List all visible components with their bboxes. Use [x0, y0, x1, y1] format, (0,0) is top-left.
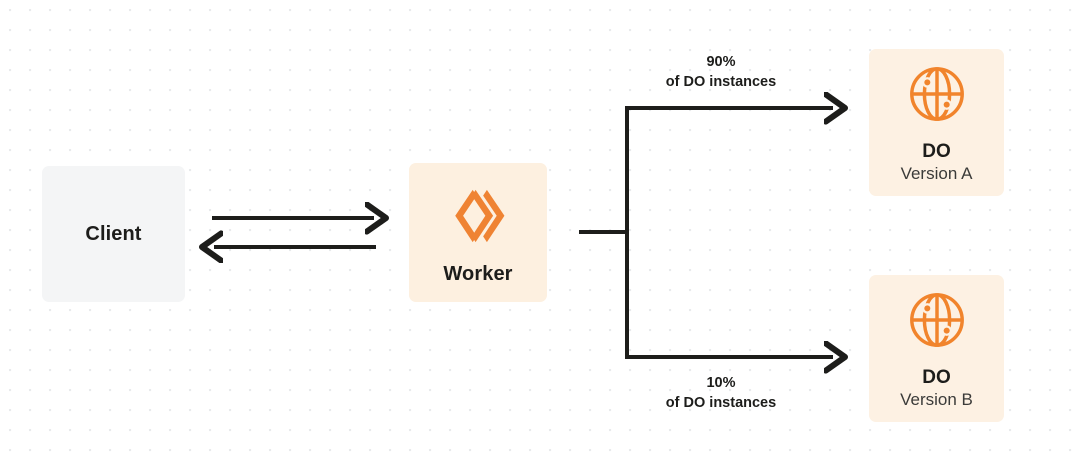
- node-worker[interactable]: Worker: [409, 163, 547, 302]
- do-a-title: DO: [922, 140, 951, 162]
- edge-label-do-a-caption: of DO instances: [665, 73, 777, 90]
- cloudflare-workers-logo-icon: [447, 185, 509, 247]
- edge-label-do-b-caption: of DO instances: [665, 394, 777, 411]
- node-do-version-a[interactable]: DO Version A: [869, 49, 1004, 196]
- edge-label-do-a: 90% of DO instances: [596, 53, 846, 92]
- do-b-subtitle: Version B: [900, 390, 973, 410]
- worker-label: Worker: [443, 263, 513, 285]
- edge-label-do-b: 10% of DO instances: [596, 374, 846, 413]
- edge-label-do-b-percent: 10%: [706, 375, 736, 391]
- globe-icon: [906, 63, 968, 125]
- globe-icon: [906, 289, 968, 351]
- node-client[interactable]: Client: [42, 166, 185, 302]
- client-label: Client: [85, 222, 142, 245]
- node-do-version-b[interactable]: DO Version B: [869, 275, 1004, 422]
- do-a-subtitle: Version A: [900, 164, 973, 184]
- edge-worker-branch: [579, 108, 629, 357]
- edge-label-do-a-percent: 90%: [706, 54, 736, 70]
- do-b-title: DO: [922, 366, 951, 388]
